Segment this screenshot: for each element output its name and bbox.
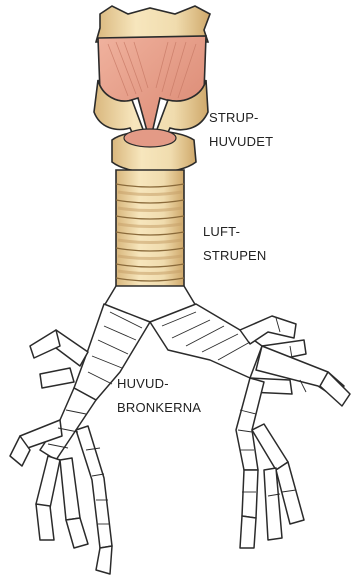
label-bronchi-line-1: HUVUD- [117, 372, 201, 396]
label-bronchi: HUVUD- BRONKERNA [117, 372, 201, 420]
label-larynx-line-1: STRUP- [209, 106, 273, 130]
label-trachea: LUFT- STRUPEN [203, 220, 267, 268]
main-bronchi [10, 286, 350, 574]
label-trachea-line-2: STRUPEN [203, 244, 267, 268]
label-larynx-line-2: HUVUDET [209, 130, 273, 154]
trachea [116, 170, 184, 288]
larynx [94, 6, 210, 173]
label-larynx: STRUP- HUVUDET [209, 106, 273, 154]
label-trachea-line-1: LUFT- [203, 220, 267, 244]
label-bronchi-line-2: BRONKERNA [117, 396, 201, 420]
